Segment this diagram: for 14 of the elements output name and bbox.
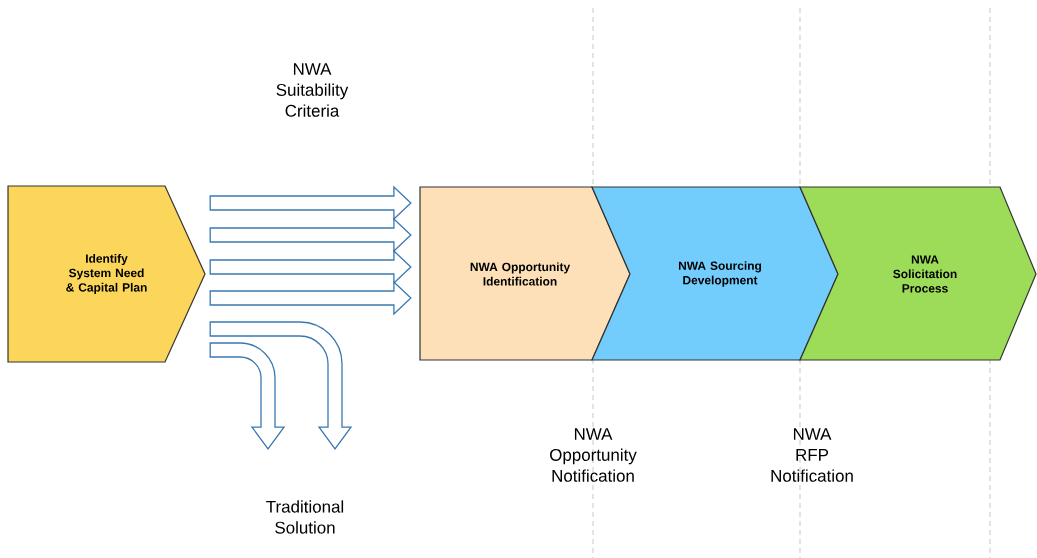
text-label: NWA Suitability Criteria	[276, 63, 349, 117]
block-arrow	[209, 249, 412, 285]
text-label: NWA Opportunity Notification	[550, 428, 637, 482]
process-step: NWA Solicitation Process	[799, 186, 1037, 361]
text-label: Traditional Solution	[266, 500, 344, 534]
process-step: NWA Opportunity Identification	[419, 186, 631, 361]
block-arrow	[209, 217, 412, 253]
block-arrow	[209, 342, 285, 450]
block-arrow	[209, 185, 412, 221]
block-arrow	[209, 280, 412, 316]
block-arrow	[209, 321, 352, 450]
text-label: NWA RFP Notification	[771, 428, 853, 482]
process-step: Identify System Need & Capital Plan	[7, 185, 206, 363]
process-step: NWA Sourcing Development	[591, 186, 839, 361]
